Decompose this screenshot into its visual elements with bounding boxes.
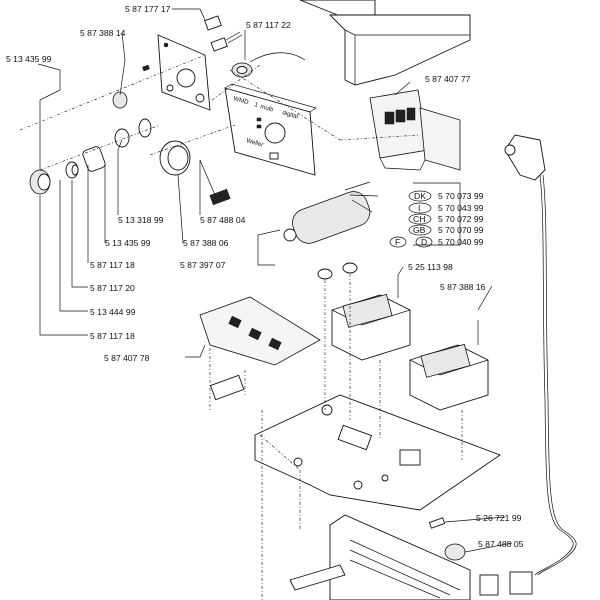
label-5-26-721-99: 5 26 721 99 [476,513,522,523]
part-labels: 5 87 177 17 5 87 388 14 5 13 435 99 5 87… [6,4,524,549]
panel-mode: 1 [253,101,259,109]
variant-code-3: GB [413,225,426,235]
variant-code-2: CH [413,214,425,224]
panel-mode-text: multi [259,103,274,113]
transformer-1 [331,293,411,361]
panel-display-word: digital [281,109,298,120]
label-5-87-488-04: 5 87 488 04 [200,215,246,225]
panel-logo: Weller [245,137,264,149]
label-5-87-117-20: 5 87 117 20 [90,283,135,293]
power-cord [504,134,577,576]
country-variant-table: DK 5 70 073 99 I 5 70 043 99 CH 5 70 072… [389,190,484,248]
label-5-13-318-99: 5 13 318 99 [118,215,164,225]
label-5-87-117-18-a: 5 87 117 18 [90,260,135,270]
label-5-87-177-17: 5 87 177 17 [125,4,171,14]
assembly-lines [19,54,463,600]
variant-number-1: 5 70 043 99 [438,203,484,213]
variant-number-0: 5 70 073 99 [438,191,484,201]
label-5-87-117-18-b: 5 87 117 18 [90,331,135,341]
leader-lines [37,8,513,553]
variant-number-4: 5 70 040 99 [438,237,484,247]
variant-number-3: 5 70 070 99 [438,225,484,235]
transformer-2 [397,275,489,411]
label-5-87-407-77: 5 87 407 77 [425,74,471,84]
label-5-87-397-07: 5 87 397 07 [180,260,226,270]
label-5-25-113-98: 5 25 113 98 [408,262,453,272]
variant-number-2: 5 70 072 99 [438,214,484,224]
variant-code-4b: D [421,237,427,247]
left-components [29,64,231,206]
socket-connectors [204,15,306,78]
label-5-87-407-78: 5 87 407 78 [104,353,150,363]
main-pcb [199,296,321,401]
front-bracket [157,34,211,111]
front-panel: WMD 1 multi digital Weller [224,83,317,176]
label-5-87-388-14: 5 87 388 14 [80,28,126,38]
label-5-87-117-22: 5 87 117 22 [246,20,291,30]
label-5-87-388-06: 5 87 388 06 [183,238,229,248]
variant-code-0: DK [414,191,426,201]
variant-code-1: I [418,203,420,213]
motor-fan [283,181,379,280]
panel-brand: WMD [232,95,249,106]
base-plate [254,394,501,511]
label-5-13-444-99: 5 13 444 99 [90,307,136,317]
label-5-13-435-99-top: 5 13 435 99 [6,54,52,64]
label-5-87-388-16: 5 87 388 16 [440,282,486,292]
display-pcb [369,89,461,171]
label-5-87-488-05: 5 87 488 05 [478,539,524,549]
back-panel [289,514,533,600]
housing-cover [299,0,471,86]
label-5-13-435-99-mid: 5 13 435 99 [105,238,151,248]
variant-code-4: F [395,237,400,247]
